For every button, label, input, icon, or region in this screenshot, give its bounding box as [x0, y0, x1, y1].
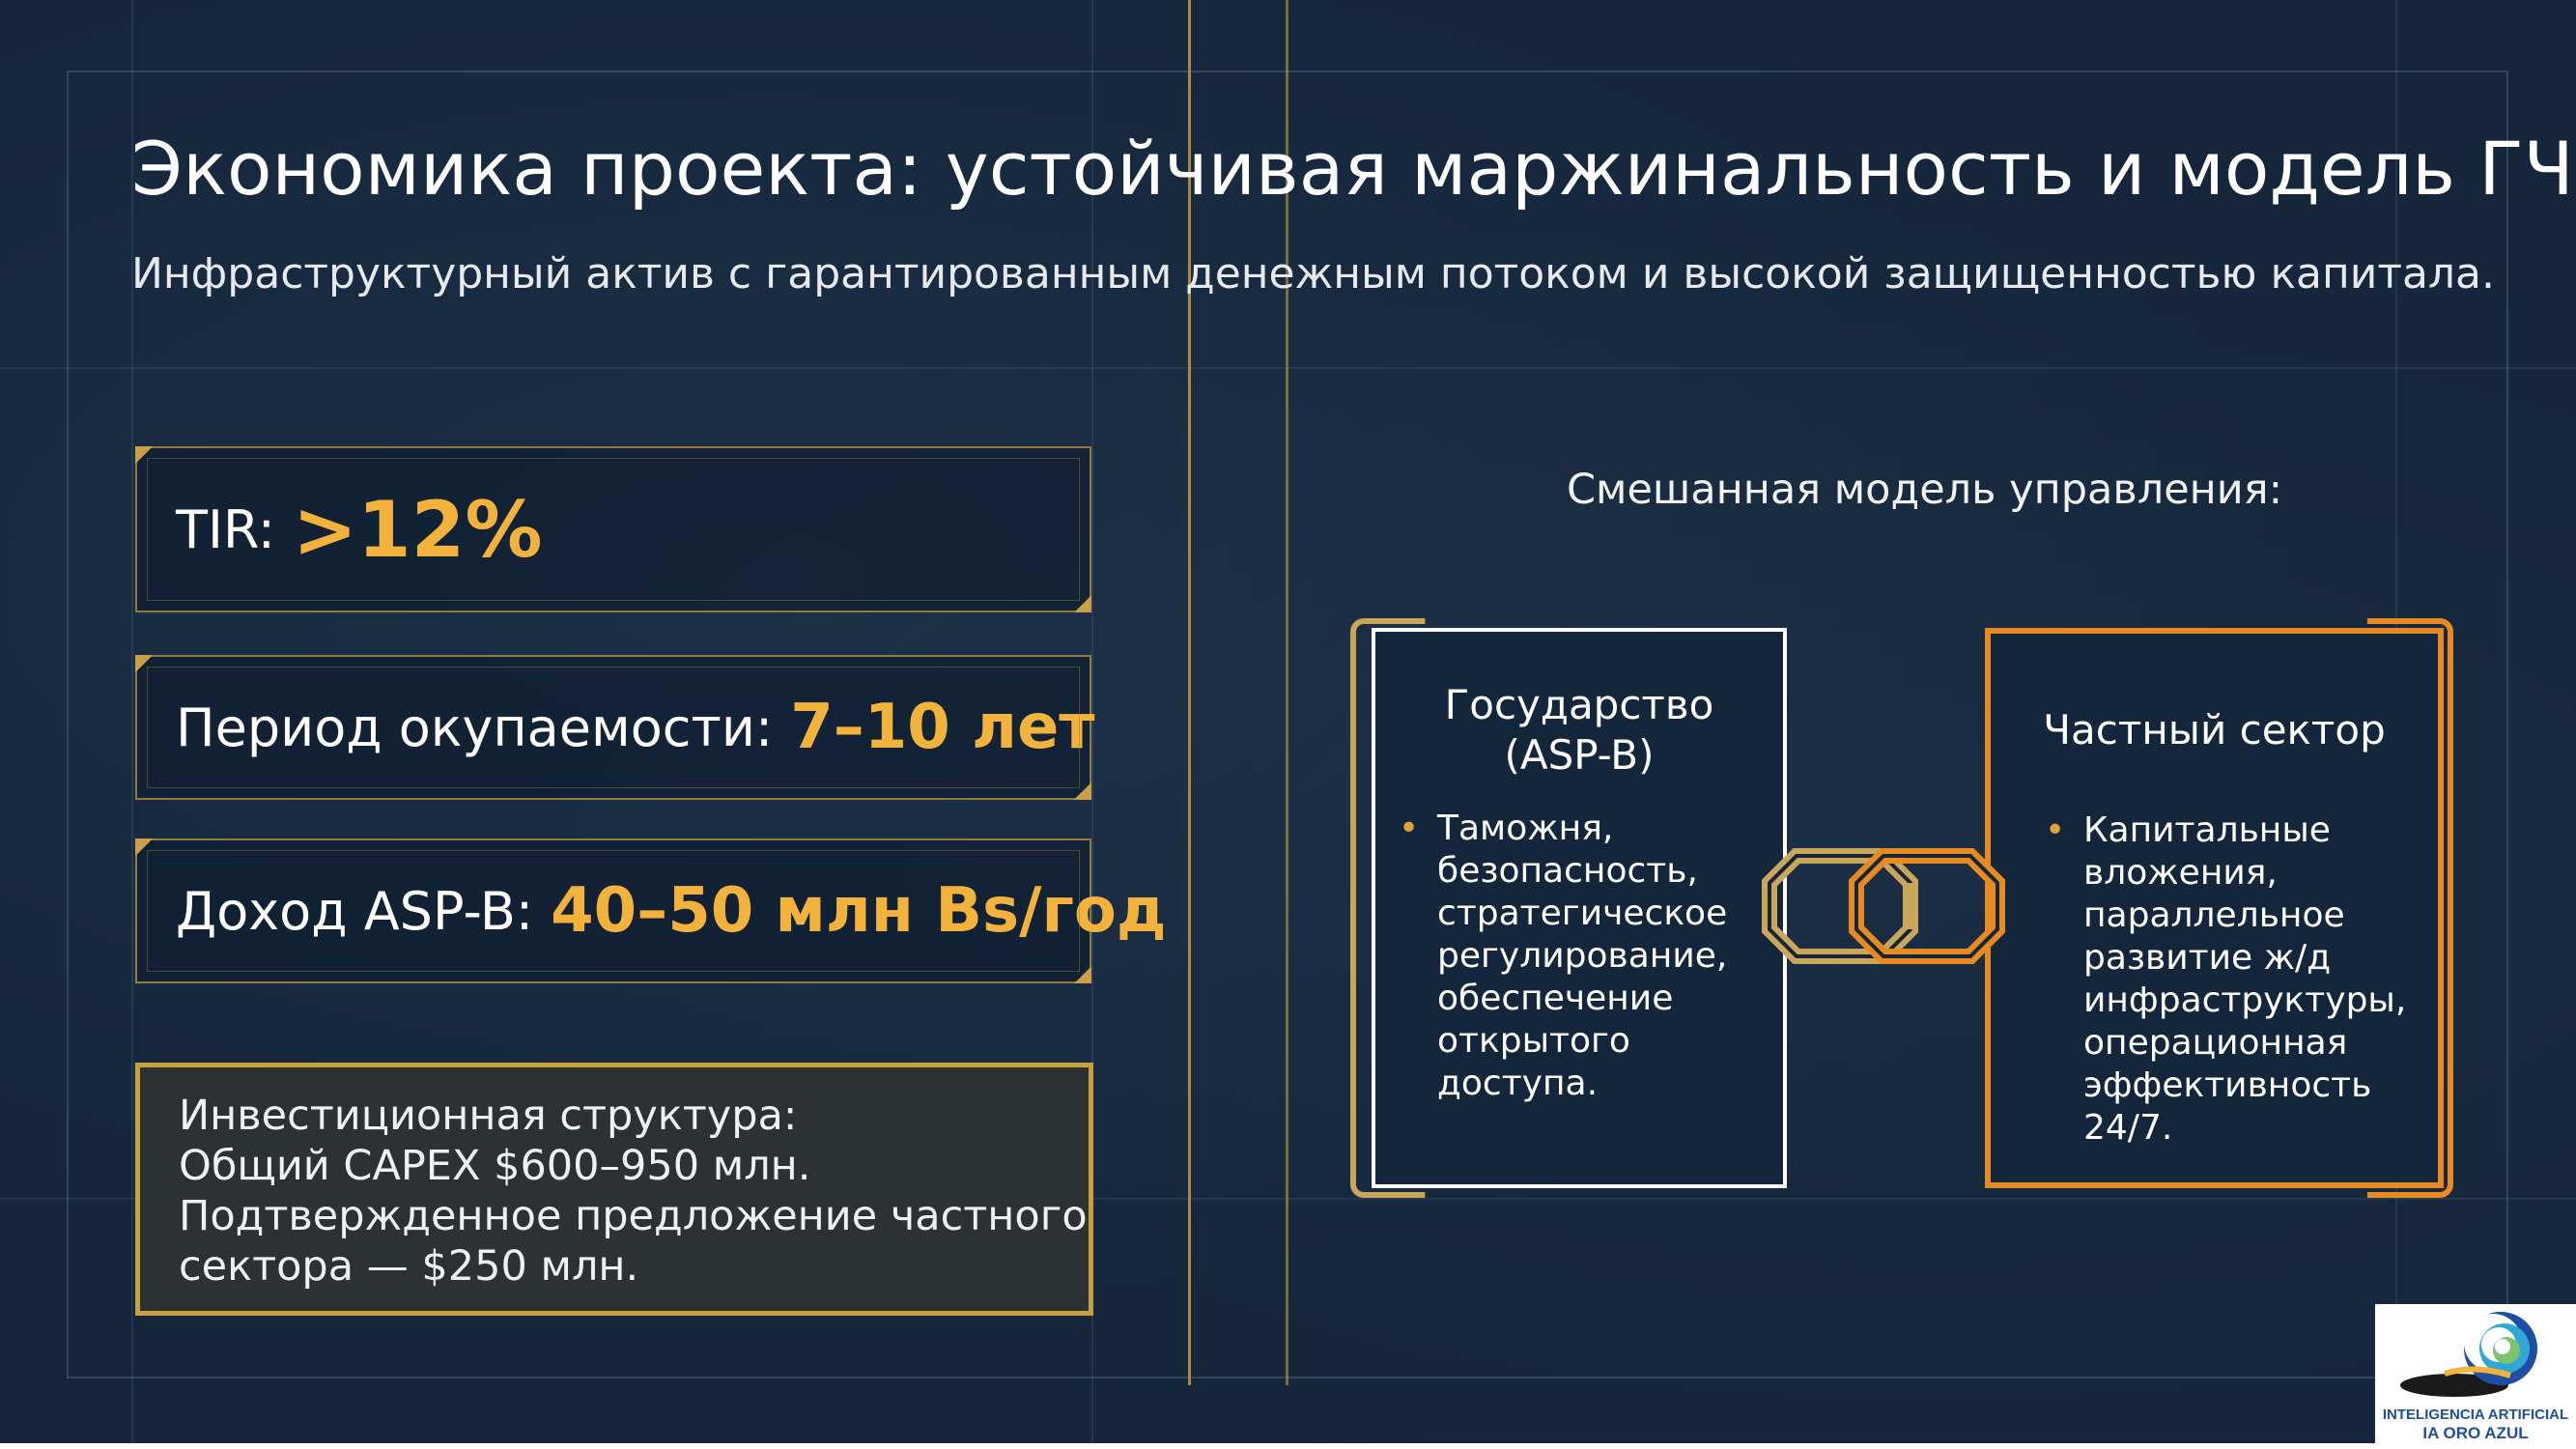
investment-line: сектора — $250 млн. — [179, 1242, 639, 1291]
investment-line: Инвестиционная структура: — [179, 1092, 798, 1140]
investment-line: Общий CAPEX $600–950 млн. — [179, 1142, 811, 1190]
bullet-icon: • — [1399, 809, 1420, 848]
private-card-frame — [2366, 618, 2453, 1198]
slide-frame — [67, 71, 2508, 1378]
divider-line — [1286, 0, 1288, 1385]
list-item: • Капитальные вложения, параллельное раз… — [2045, 810, 2407, 1148]
logo-text: IA ORO AZUL — [2422, 1424, 2529, 1442]
slide-title: Экономика проекта: устойчивая маржинальн… — [131, 126, 2576, 212]
list-item: • Таможня, безопасность, стратегическое … — [1399, 809, 1728, 1103]
private-card: Частный сектор • Капитальные вложения, п… — [1985, 628, 2444, 1188]
metric-value: 7–10 лет — [790, 692, 1095, 763]
metric-value: >12% — [292, 484, 543, 575]
metric-revenue: Доход ASP-B: 40–50 млн Bs/год — [135, 838, 1167, 983]
state-card-list: • Таможня, безопасность, стратегическое … — [1399, 808, 1727, 1105]
state-card: Государство (ASP-B) • Таможня, безопасно… — [1372, 628, 1787, 1188]
chain-link-icon — [1762, 848, 2005, 964]
metric-label: Период окупаемости: — [176, 696, 774, 758]
governance-title: Смешанная модель управления: — [1567, 466, 2283, 514]
investment-box: Инвестиционная структура: Общий CAPEX $6… — [135, 1063, 1093, 1316]
metric-label: Доход ASP-B: — [176, 880, 534, 942]
metric-payback: Период окупаемости: 7–10 лет — [135, 655, 1095, 800]
divider-line — [1188, 0, 1191, 1385]
private-card-title: Частный сектор — [2043, 706, 2386, 753]
investment-line: Подтвержденное предложение частного — [179, 1192, 1088, 1240]
state-card-frame — [1350, 618, 1426, 1198]
logo-text: INTELIGENCIA ARTIFICIAL — [2382, 1406, 2569, 1423]
metric-value: 40–50 млн Bs/год — [551, 875, 1167, 947]
logo-mark-icon — [2400, 1312, 2537, 1397]
slide-subtitle: Инфраструктурный актив с гарантированным… — [131, 249, 2496, 298]
metric-label: TIR: — [176, 498, 275, 560]
grid-line — [131, 0, 133, 1443]
bullet-icon: • — [2045, 810, 2066, 850]
grid-line — [1091, 0, 1093, 1443]
metric-irr: TIR: >12% — [135, 446, 1091, 612]
state-card-title: Государство (ASP-B) — [1444, 681, 1714, 779]
private-card-list: • Капитальные вложения, параллельное раз… — [2045, 810, 2406, 1150]
brand-logo: INTELIGENCIA ARTIFICIAL IA ORO AZUL — [2375, 1304, 2576, 1449]
